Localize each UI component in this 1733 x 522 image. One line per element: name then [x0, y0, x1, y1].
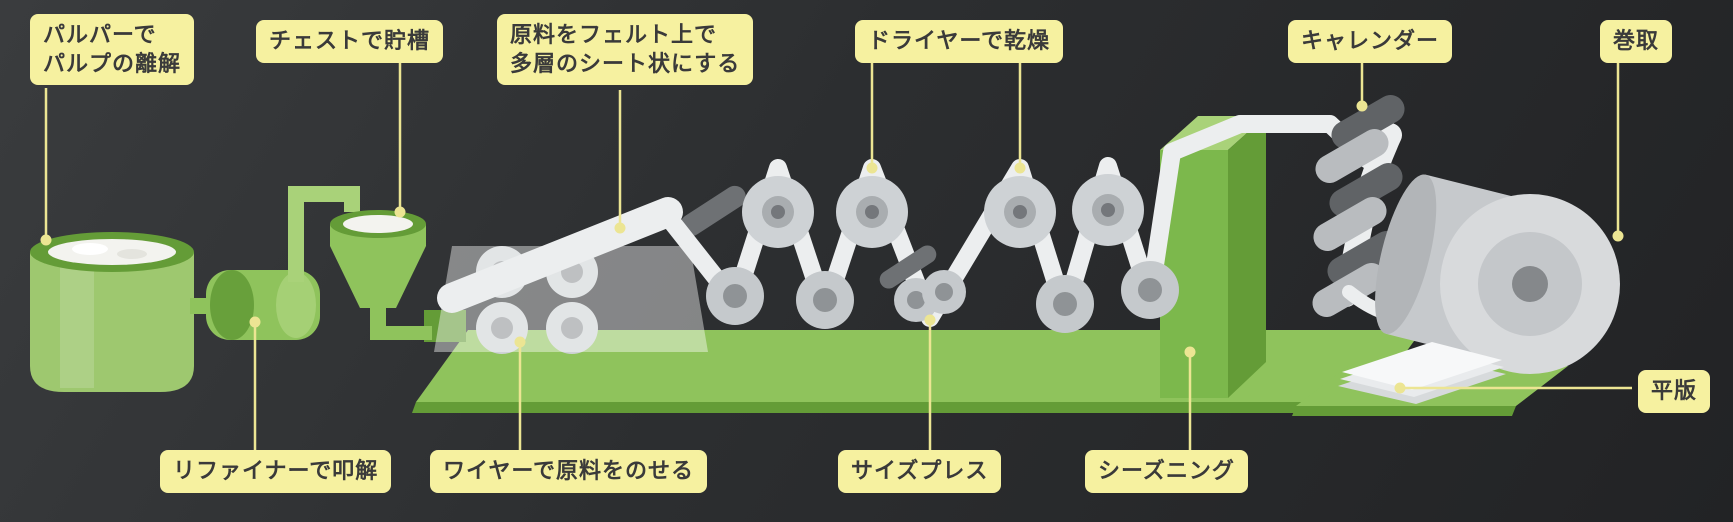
label-flat-sheet: 平版 — [1638, 370, 1711, 413]
felt-sheet — [437, 197, 683, 313]
size-press — [879, 245, 966, 322]
pipe — [288, 186, 360, 282]
connector-chest — [394, 62, 406, 218]
pulper-tank — [30, 232, 194, 392]
dryer-section — [984, 174, 1179, 333]
flat-sheet-stack — [1338, 342, 1506, 404]
connector-dryer-b — [1014, 62, 1026, 174]
connector-pulper — [40, 88, 52, 246]
refiner — [190, 270, 320, 340]
connectors — [40, 62, 1632, 450]
connector-size-press — [924, 314, 936, 450]
chest-tank — [330, 210, 432, 340]
connector-wire — [514, 336, 526, 450]
label-chest: チェストで貯槽 — [256, 20, 444, 63]
label-dryer: ドライヤーで乾燥 — [855, 20, 1064, 63]
label-felt-sheet: 原料をフェルト上で 多層のシート状にする — [497, 14, 754, 86]
connector-refiner — [249, 316, 261, 450]
guide-roll — [680, 185, 746, 237]
connector-dryer-a — [866, 62, 878, 174]
label-pulper: パルパーで パルプの離解 — [30, 14, 195, 86]
connector-winder — [1612, 62, 1624, 242]
label-seasoning: シーズニング — [1085, 450, 1248, 493]
connector-calender — [1356, 62, 1368, 112]
label-wire: ワイヤーで原料をのせる — [430, 450, 708, 493]
label-winder: 巻取 — [1600, 20, 1673, 63]
wire-section — [434, 185, 746, 354]
label-size-press: サイズプレス — [838, 450, 1002, 493]
press-section — [706, 176, 908, 329]
label-calender: キャレンダー — [1288, 20, 1453, 63]
connector-seasoning — [1184, 346, 1196, 450]
winder-roll — [1342, 174, 1620, 374]
connector-felt — [614, 90, 626, 234]
connector-flat-sheet — [1394, 382, 1632, 394]
calender-stack — [1312, 95, 1405, 317]
label-refiner: リファイナーで叩解 — [160, 450, 392, 493]
